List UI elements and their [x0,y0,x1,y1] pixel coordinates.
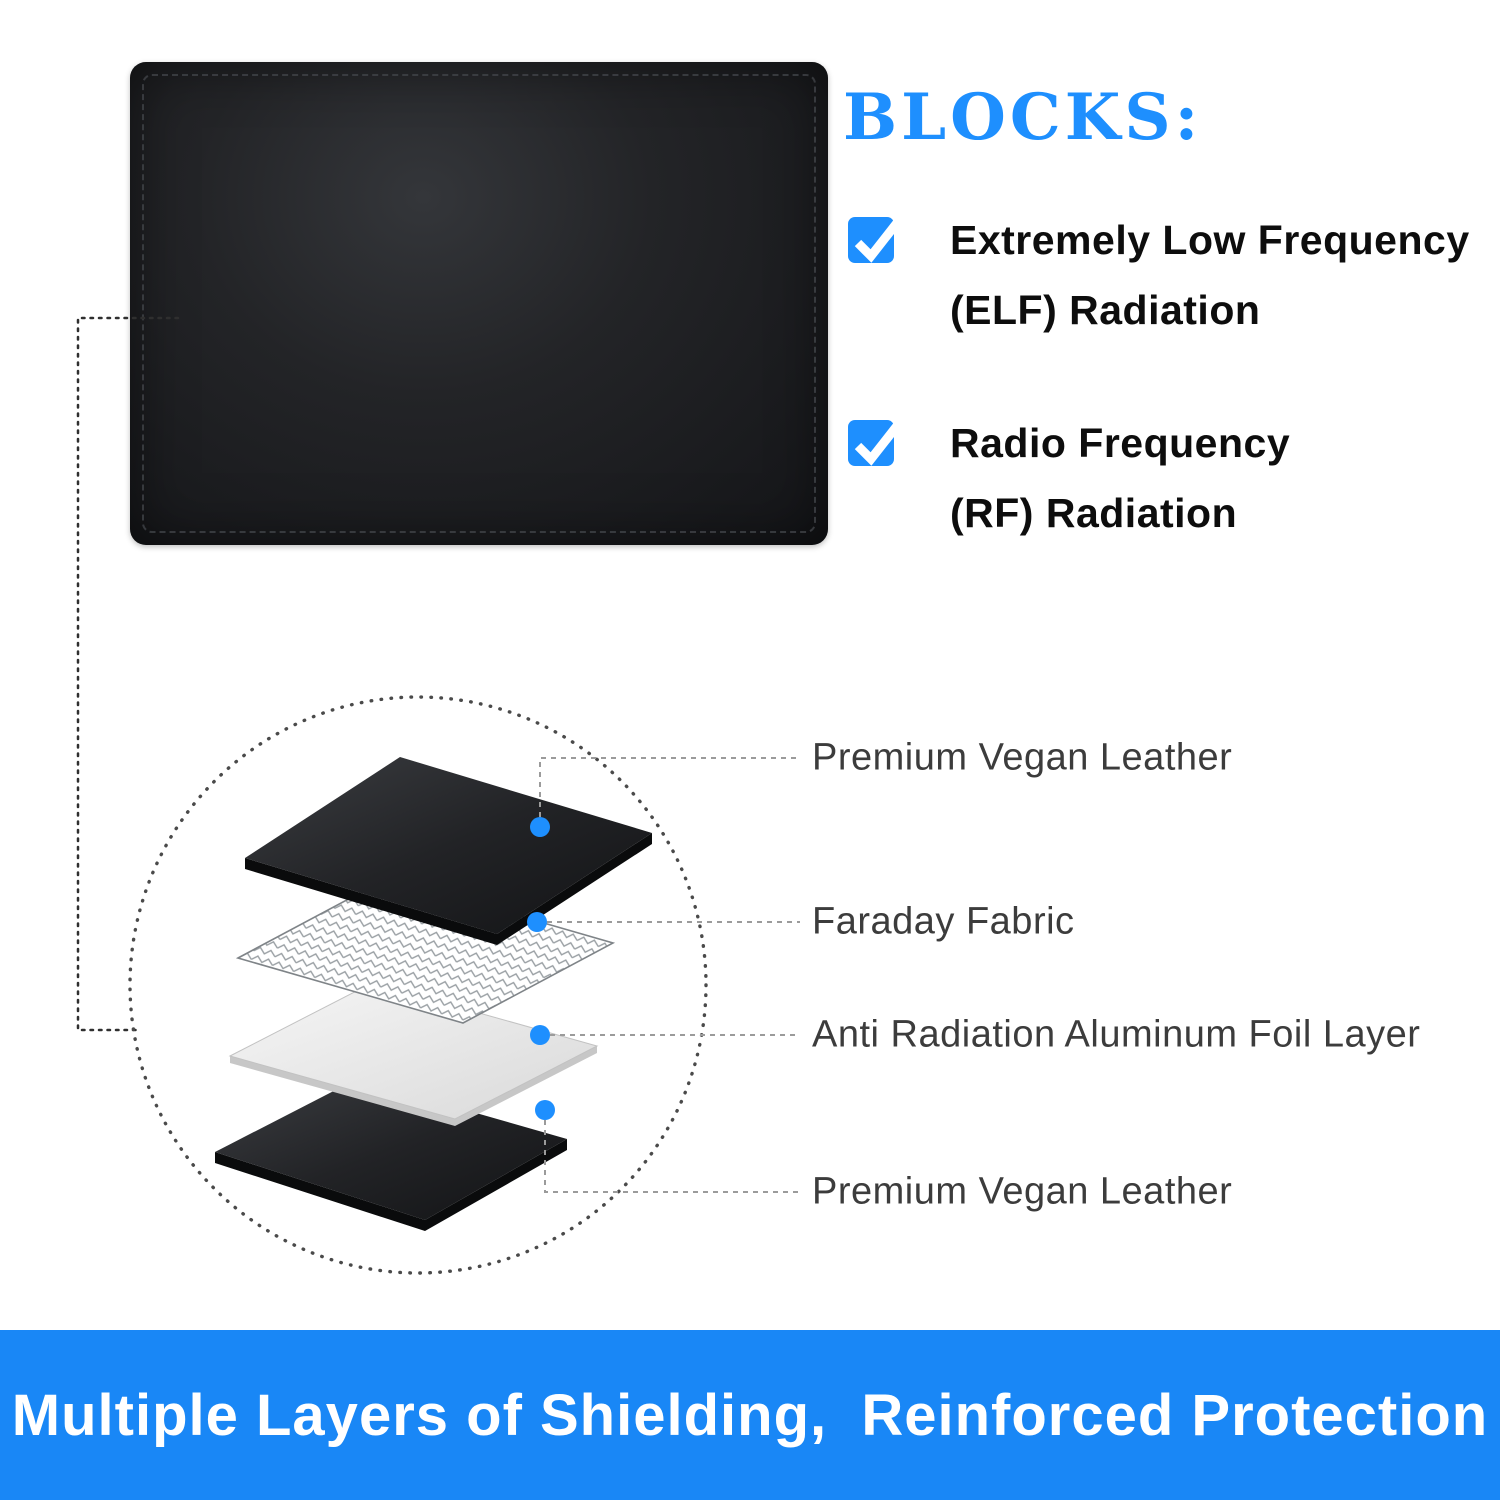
layer-label-bottom-leather: Premium Vegan Leather [812,1170,1233,1213]
leader-line-bottom-leather [544,1110,800,1193]
check-line: (ELF) Radiation [950,287,1261,333]
banner-text: Multiple Layers of Shielding, Reinforced… [11,1382,1489,1448]
layer-label-top-leather: Premium Vegan Leather [812,736,1233,779]
dotted-circle [128,695,708,1275]
check-item-rf: Radio Frequency (RF) Radiation [848,408,1290,548]
check-line: Extremely Low Frequency [950,217,1470,263]
check-line: Radio Frequency [950,420,1291,466]
layer-label-aluminum: Anti Radiation Aluminum Foil Layer [812,1013,1421,1056]
layer-bottom-leather [215,1079,567,1231]
check-text-elf: Extremely Low Frequency (ELF) Radiation [950,205,1470,345]
layer-label-faraday: Faraday Fabric [812,900,1075,943]
layer-top-leather [245,757,652,945]
layer-dot-aluminum [530,1025,550,1045]
checkmark-glyph [854,419,904,466]
checkmark-icon [848,216,904,263]
layer-dot-top-leather [530,817,550,837]
checkmark-glyph [854,216,904,263]
layer-dot-bottom-leather [535,1100,555,1120]
check-text-rf: Radio Frequency (RF) Radiation [950,408,1290,548]
product-photo-mat [130,62,828,545]
blocks-title: BLOCKS: [843,80,1203,155]
mat-stitching-border [142,74,816,533]
layer-faraday-fabric [235,877,616,1024]
checkmark-icon [848,419,904,466]
check-line: (RF) Radiation [950,490,1238,536]
layer-aluminum-foil [228,982,599,1126]
check-item-elf: Extremely Low Frequency (ELF) Radiation [848,205,1470,345]
leader-line-top-leather [539,757,800,827]
layer-dot-faraday [527,912,547,932]
bottom-banner: Multiple Layers of Shielding, Reinforced… [0,1330,1500,1500]
